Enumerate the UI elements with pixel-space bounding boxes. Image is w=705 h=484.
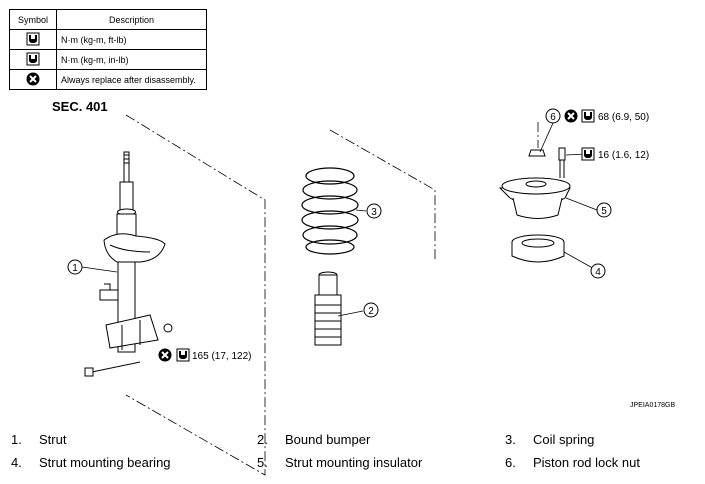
svg-text:4: 4 [595, 267, 601, 278]
part-name: Strut mounting insulator [285, 455, 423, 470]
legend-symbol-cell [9, 29, 57, 50]
callout-4: 4 [590, 263, 606, 279]
section-label: SEC. 401 [52, 99, 108, 114]
callout-2: 2 [363, 302, 379, 318]
torque-inlb-icon [26, 52, 40, 65]
legend-header-description: Description [56, 9, 207, 30]
torque-insulator-bolt: 16 (1.6, 12) [581, 147, 649, 161]
torque-ftlb-icon [581, 109, 595, 123]
legend-symbol-cell [9, 69, 57, 90]
svg-text:16 (1.6, 12): 16 (1.6, 12) [598, 150, 649, 161]
part-name: Strut mounting bearing [39, 455, 171, 470]
part-number: 2. [257, 432, 268, 447]
svg-text:5: 5 [601, 206, 607, 217]
svg-text:2: 2 [368, 306, 374, 317]
svg-text:165 (17, 122): 165 (17, 122) [192, 351, 252, 362]
bound-bumper-drawing [314, 271, 342, 346]
legend-header-symbol: Symbol [9, 9, 57, 30]
part-item: 6. Piston rod lock nut [505, 455, 640, 470]
torque-lock-nut: 68 (6.9, 50) [563, 108, 649, 124]
part-name: Piston rod lock nut [533, 455, 640, 470]
leader-lines [81, 122, 599, 317]
replace-icon [563, 108, 579, 124]
svg-text:6: 6 [550, 112, 556, 123]
callout-1: 1 [67, 259, 83, 275]
callout-6: 6 [545, 108, 561, 124]
svg-text:68 (6.9, 50): 68 (6.9, 50) [598, 112, 649, 123]
part-item: 5. Strut mounting insulator [257, 455, 422, 470]
torque-strut-bolt: 165 (17, 122) [157, 347, 252, 363]
svg-text:3: 3 [371, 207, 377, 218]
legend-description: Always replace after disassembly. [56, 69, 207, 90]
torque-ftlb-icon [581, 147, 595, 161]
figure-code: JPEIA0178GB [630, 402, 676, 409]
coil-spring-drawing [301, 167, 359, 255]
part-name: Strut [39, 432, 67, 447]
callout-3: 3 [366, 203, 382, 219]
part-name: Bound bumper [285, 432, 371, 447]
torque-ftlb-icon [26, 32, 40, 45]
part-item: 4. Strut mounting bearing [11, 455, 171, 470]
replace-icon [25, 71, 41, 86]
legend-description: N·m (kg-m, ft-lb) [56, 29, 207, 50]
mount-drawing [498, 147, 571, 263]
part-number: 3. [505, 432, 516, 447]
part-item: 1. Strut [11, 432, 66, 447]
legend-row: N·m (kg-m, in-lb) [9, 49, 207, 70]
symbol-legend-table: Symbol Description N·m (kg-m, ft-lb) N·m… [9, 9, 207, 90]
svg-text:1: 1 [72, 263, 78, 274]
replace-icon [157, 347, 173, 363]
legend-description: N·m (kg-m, in-lb) [56, 49, 207, 70]
torque-ftlb-icon [176, 348, 190, 362]
assembly-guide-lines [125, 114, 539, 476]
part-number: 6. [505, 455, 516, 470]
legend-row: Always replace after disassembly. [9, 69, 207, 90]
part-number: 1. [11, 432, 22, 447]
part-number: 4. [11, 455, 22, 470]
part-item: 3. Coil spring [505, 432, 594, 447]
legend-symbol-cell [9, 49, 57, 70]
part-item: 2. Bound bumper [257, 432, 370, 447]
strut-drawing [84, 151, 173, 377]
callout-5: 5 [596, 202, 612, 218]
legend-row: N·m (kg-m, ft-lb) [9, 29, 207, 50]
part-name: Coil spring [533, 432, 595, 447]
part-number: 5. [257, 455, 268, 470]
